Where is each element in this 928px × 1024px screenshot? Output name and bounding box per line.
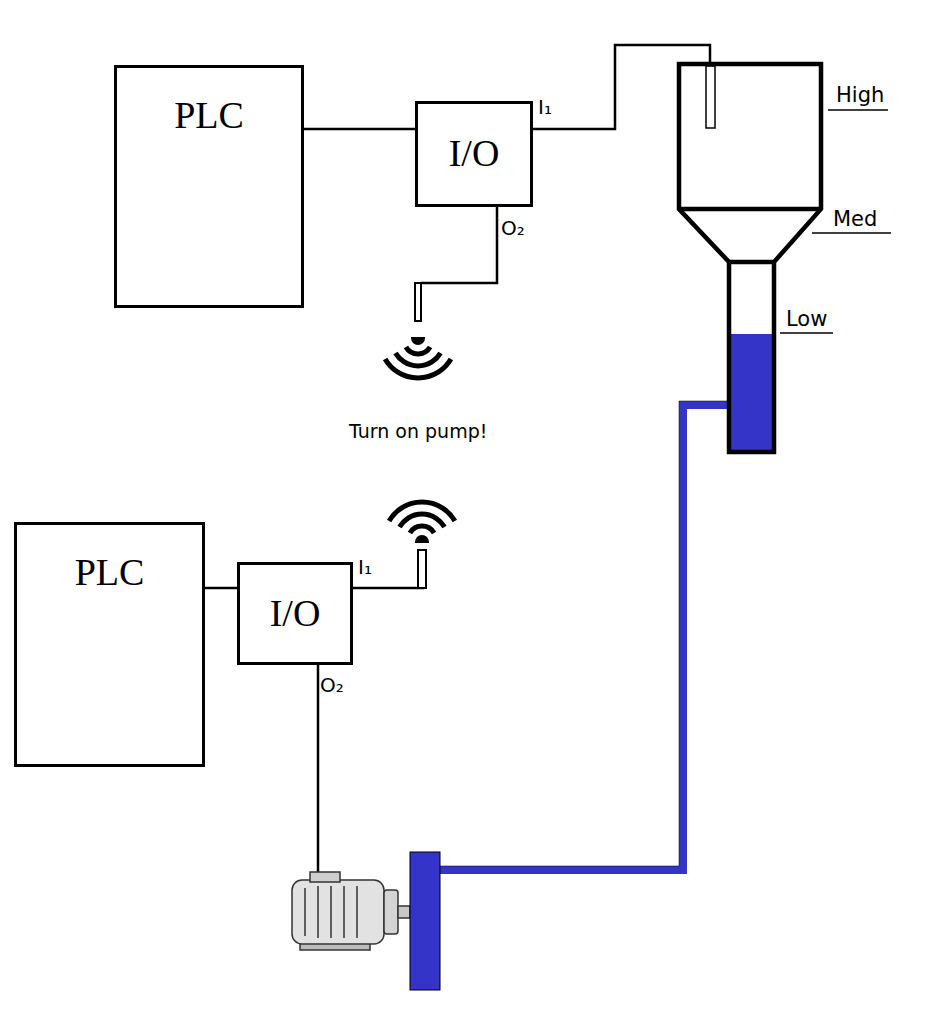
signal-wire: [532, 45, 710, 129]
box-label: PLC: [75, 551, 145, 595]
signal-wire: [421, 206, 497, 283]
pin-name: I₁: [538, 95, 552, 119]
signal-wire: [352, 587, 424, 590]
level-mark: [812, 232, 891, 234]
level-mark: [828, 109, 888, 111]
wireless-waves: [389, 502, 455, 542]
level-label: Low: [786, 307, 827, 332]
motor-symbol: [292, 872, 410, 950]
transmitter-antenna: [415, 283, 421, 321]
pin-name: O₂: [320, 673, 344, 697]
controller-box: PLC: [114, 65, 304, 308]
controller-box: PLC: [14, 522, 205, 767]
level-sensor: [706, 66, 715, 128]
pin-name: I₁: [358, 555, 372, 579]
box-label: I/O: [270, 592, 321, 636]
level-label: Med: [833, 207, 877, 232]
box-label: I/O: [449, 132, 500, 176]
bus-connector: [304, 128, 415, 131]
level-label: High: [836, 83, 884, 108]
pin-name: O₂: [501, 216, 525, 240]
receiver-antenna: [418, 550, 426, 588]
controller-box: I/O: [415, 101, 533, 207]
power-wire: [317, 664, 320, 882]
box-label: PLC: [174, 94, 244, 138]
bus-connector: [205, 587, 237, 590]
wireless-waves: [385, 338, 451, 378]
pump: [410, 852, 440, 990]
tank: [679, 64, 821, 452]
controller-box: I/O: [237, 562, 353, 665]
level-mark: [780, 332, 833, 334]
water-pipe: [440, 405, 729, 870]
message-note: Turn on pump!: [349, 420, 487, 443]
